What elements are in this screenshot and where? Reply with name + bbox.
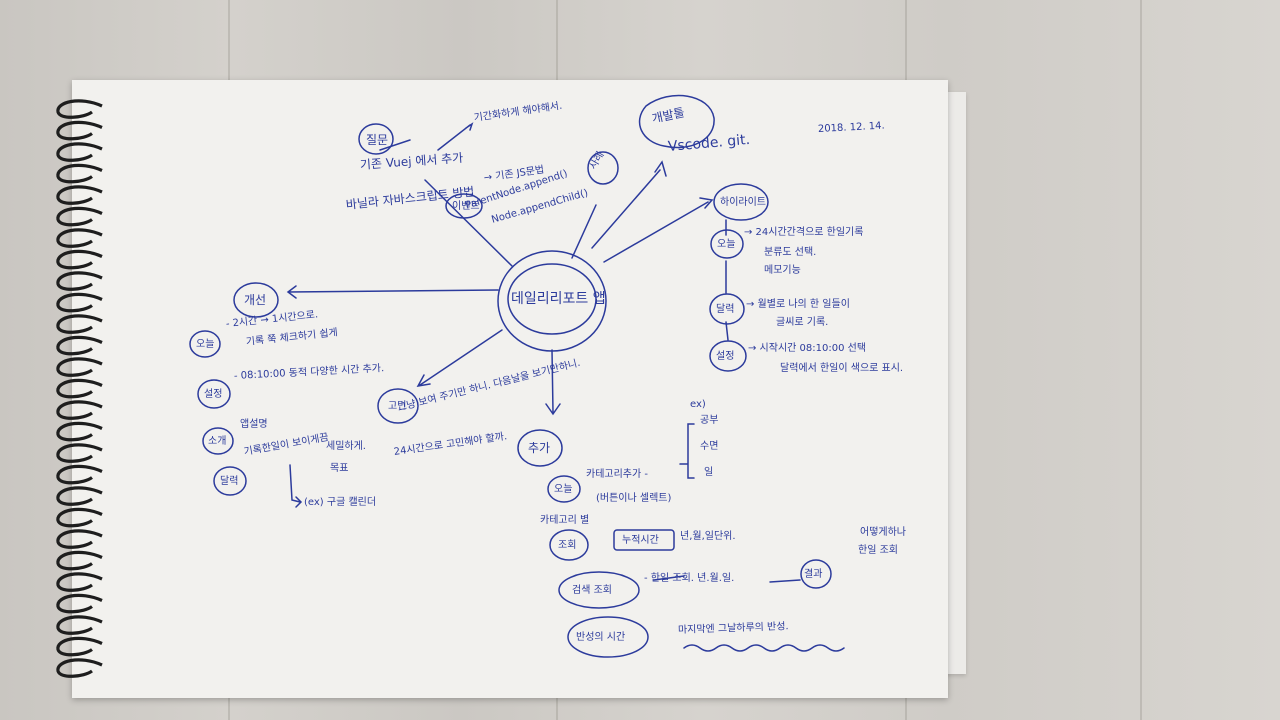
feature-today-text-1: → 24시간간격으로 한일기록 (744, 227, 864, 238)
lookup-text: 년,월,일단위. (680, 531, 736, 542)
improve-today-label: 오늘 (196, 339, 215, 350)
improve-settings-label: 설정 (204, 389, 223, 400)
improve-intro-label: 소개 (208, 436, 227, 447)
feature-today-text-3: 메모기능 (764, 265, 801, 276)
feature-calendar-text-1: → 월별로 나의 한 일들이 (746, 299, 850, 310)
node-result (800, 559, 832, 589)
improve-calendar-text-3: 목표 (330, 463, 349, 474)
node-worry (377, 388, 419, 424)
node-improve-settings (197, 379, 231, 409)
node-sample (587, 151, 619, 185)
search-text: - 한일 조회. 년.월.일. (644, 573, 735, 584)
regret-squiggle (683, 644, 845, 652)
cumulative-time-label: 누적시간 (622, 535, 659, 546)
improve-intro-text: 앱설명 (240, 419, 268, 430)
edge-to-improve (286, 285, 499, 299)
improve-calendar-label: 달력 (220, 476, 239, 487)
node-lookup (549, 529, 589, 561)
search-label: 검색 조회 (572, 585, 612, 596)
node-improve-intro (202, 427, 234, 455)
improve-footnote: (ex) 구글 캘린더 (304, 497, 377, 508)
lookup-prefix: 카테고리 별 (540, 515, 590, 526)
edge-to-sample (571, 204, 597, 259)
notebook-page (72, 80, 948, 698)
node-question (358, 123, 394, 155)
node-feature-settings (709, 340, 747, 372)
add-today-label: 오늘 (554, 484, 573, 495)
improve-footnote-arrow (289, 464, 303, 508)
node-improve-calendar (213, 466, 247, 496)
improve-calendar-text-2: 세밀하게. (326, 441, 366, 452)
category-1: 공부 (700, 415, 719, 426)
node-features (713, 183, 769, 221)
worry-label: 고민 (388, 401, 407, 412)
side-note-1: 어떻게하나 (860, 527, 906, 538)
add-today-text-2: (버튼이나 셀렉트) (596, 493, 672, 504)
add-today-text-1: 카테고리추가 - (586, 469, 648, 480)
edge-to-question (379, 139, 513, 267)
improve-label: 개선 (244, 293, 267, 307)
regret-label: 반성의 시간 (576, 632, 626, 643)
category-3: 일 (704, 467, 714, 478)
feature-calendar-label: 달력 (716, 304, 735, 315)
node-devtools (638, 94, 715, 149)
event-label: 이벤트 (452, 201, 480, 212)
features-spine (725, 219, 729, 341)
categories-prefix: ex) (690, 399, 706, 410)
node-add-today (547, 475, 581, 503)
categories-bracket (679, 423, 695, 479)
cumulative-time-box (613, 529, 675, 551)
node-improve-today (189, 330, 221, 358)
feature-today-label: 오늘 (717, 239, 736, 250)
feature-settings-label: 설정 (716, 351, 735, 362)
feature-calendar-text-2: 글씨로 기록. (776, 317, 829, 328)
result-label: 결과 (804, 569, 823, 580)
edge-to-add (545, 349, 561, 416)
edge-to-devtools (591, 160, 667, 249)
question-label: 질문 (366, 133, 389, 147)
edge-to-features (603, 197, 714, 263)
feature-today-text-2: 분류도 선택. (764, 247, 817, 258)
lookup-underline (769, 579, 801, 583)
features-label: 하이라이트 (720, 197, 766, 208)
node-event (445, 193, 483, 219)
node-feature-today (710, 229, 744, 259)
search-strike (653, 575, 685, 581)
question-arrow (437, 122, 474, 151)
edge-to-worry (416, 329, 503, 387)
side-note-2: 한일 조회 (858, 545, 898, 556)
node-regret (567, 616, 649, 658)
feature-settings-text-1: → 시작시간 08:10:00 선택 (748, 343, 867, 354)
node-improve (233, 282, 279, 318)
category-2: 수면 (700, 441, 719, 452)
feature-settings-text-2: 달력에서 한일이 색으로 표시. (780, 363, 904, 374)
center-node-label: 데일리리포트 앱 (511, 291, 606, 307)
node-search (558, 571, 640, 609)
center-node-inner (507, 263, 597, 335)
node-feature-calendar (709, 293, 745, 325)
lookup-label: 조회 (558, 540, 577, 551)
add-label: 추가 (528, 441, 551, 455)
node-add (517, 429, 563, 467)
